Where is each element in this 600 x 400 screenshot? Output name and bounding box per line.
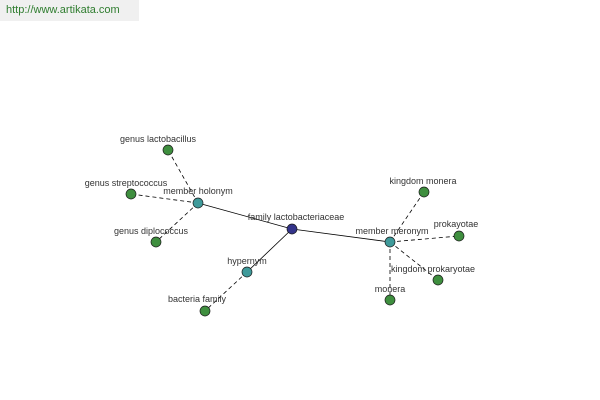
edge-rel-meronym-leaf-kingdom-prokaryotae	[389, 241, 439, 281]
label-leaf-streptococcus[interactable]: genus streptococcus	[85, 178, 168, 188]
label-center[interactable]: family lactobacteriaceae	[248, 212, 345, 222]
node-rel-meronym[interactable]	[384, 236, 396, 248]
node-leaf-kingdom-prokaryotae[interactable]	[432, 274, 444, 286]
label-leaf-diplococcus[interactable]: genus diplococcus	[114, 226, 189, 236]
node-leaf-bacteria-family[interactable]	[199, 305, 211, 317]
label-rel-holonym[interactable]: member holonym	[163, 186, 233, 196]
label-leaf-kingdom-prokaryotae[interactable]: kingdom prokaryotae	[391, 264, 475, 274]
label-leaf-prokayotae[interactable]: prokayotae	[434, 219, 479, 229]
node-leaf-diplococcus[interactable]	[150, 236, 162, 248]
node-rel-holonym[interactable]	[192, 197, 204, 209]
graph-nodes	[125, 144, 465, 317]
edge-rel-holonym-leaf-diplococcus	[155, 202, 199, 243]
label-rel-hypernym[interactable]: hypernym	[227, 256, 267, 266]
edge-rel-holonym-leaf-lactobacillus	[167, 149, 199, 204]
label-leaf-monera[interactable]: monera	[375, 284, 406, 294]
url-banner: http://www.artikata.com	[0, 0, 139, 21]
edge-center-rel-hypernym	[246, 228, 293, 273]
edge-rel-hypernym-leaf-bacteria-family	[204, 271, 248, 312]
graph-edges	[130, 149, 460, 312]
edge-rel-meronym-leaf-prokayotae	[389, 235, 460, 243]
label-leaf-bacteria-family[interactable]: bacteria family	[168, 294, 227, 304]
label-leaf-kingdom-monera[interactable]: kingdom monera	[389, 176, 456, 186]
node-leaf-prokayotae[interactable]	[453, 230, 465, 242]
graph-labels: family lactobacteriaceae member holonym me…	[85, 134, 479, 304]
edge-center-rel-meronym	[291, 228, 391, 243]
edge-rel-holonym-leaf-streptococcus	[130, 193, 199, 204]
url-link[interactable]: http://www.artikata.com	[6, 4, 120, 16]
node-rel-hypernym[interactable]	[241, 266, 253, 278]
label-rel-meronym[interactable]: member meronym	[355, 226, 428, 236]
node-leaf-kingdom-monera[interactable]	[418, 186, 430, 198]
node-leaf-streptococcus[interactable]	[125, 188, 137, 200]
node-leaf-monera[interactable]	[384, 294, 396, 306]
node-center[interactable]	[286, 223, 298, 235]
edge-rel-meronym-leaf-kingdom-monera	[389, 191, 425, 243]
edge-center-rel-holonym	[197, 202, 293, 230]
label-leaf-lactobacillus[interactable]: genus lactobacillus	[120, 134, 197, 144]
node-leaf-lactobacillus[interactable]	[162, 144, 174, 156]
